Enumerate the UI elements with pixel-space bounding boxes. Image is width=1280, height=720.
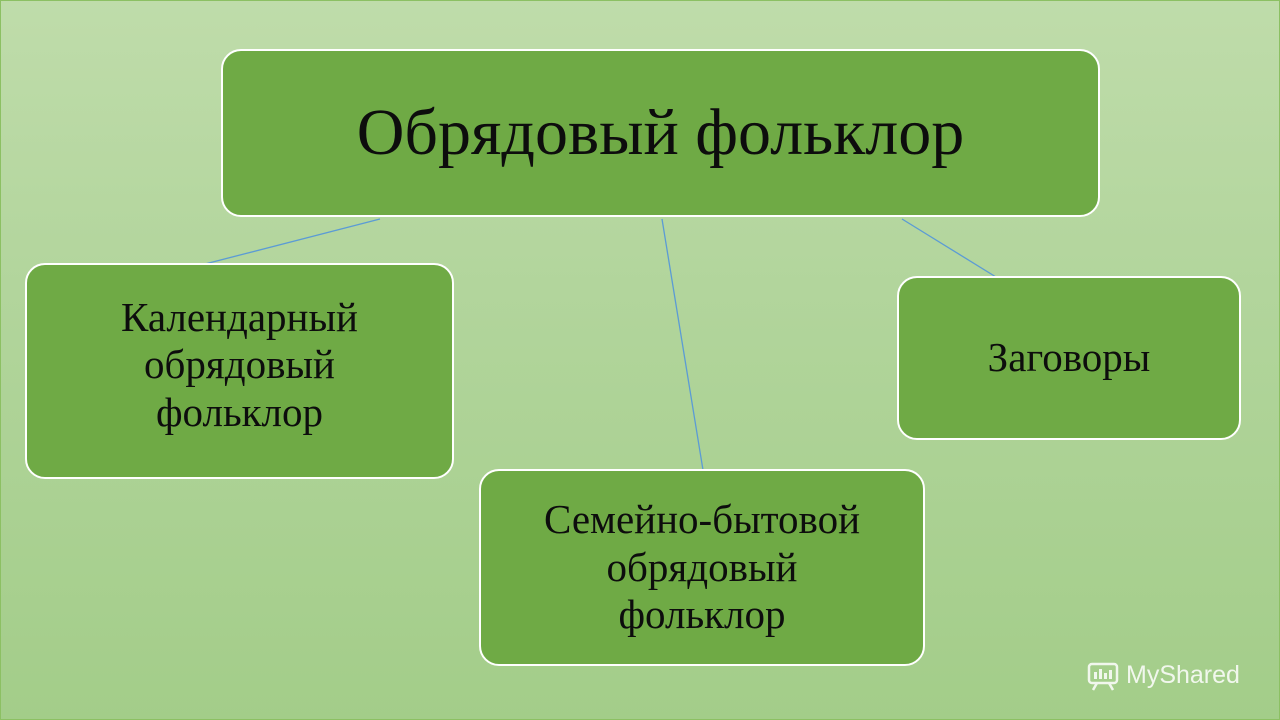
child-node-spells-label: Заговоры — [987, 334, 1151, 381]
connector-root-spells — [901, 218, 997, 278]
child-node-family-label: Семейно-бытовой обрядовый фольклор — [543, 496, 861, 638]
child-node-calendar: Календарный обрядовый фольклор — [25, 263, 454, 479]
root-node-label: Обрядовый фольклор — [356, 95, 965, 169]
root-node: Обрядовый фольклор — [221, 49, 1100, 217]
connector-root-family — [661, 218, 704, 471]
child-node-family: Семейно-бытовой обрядовый фольклор — [479, 469, 925, 666]
myshared-logo-icon — [1087, 662, 1119, 691]
watermark: MyShared — [1086, 656, 1240, 694]
child-node-spells: Заговоры — [897, 276, 1241, 440]
connector-root-calendar — [204, 218, 381, 265]
watermark-text: MyShared — [1126, 660, 1240, 689]
child-node-calendar-label: Календарный обрядовый фольклор — [121, 293, 358, 435]
